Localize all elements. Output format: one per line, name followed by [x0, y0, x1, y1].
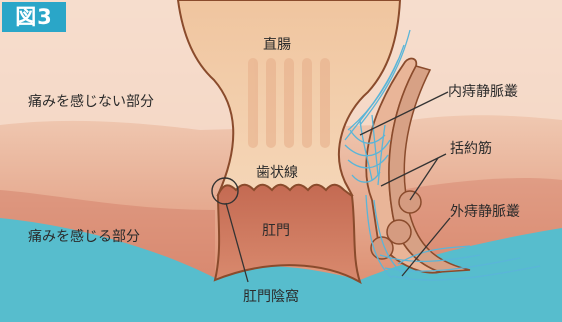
- external-plexus-label: 外痔静脈叢: [450, 201, 520, 221]
- sphincter-label: 括約筋: [450, 138, 492, 158]
- pain-region-label: 痛みを感じる部分: [28, 226, 140, 246]
- no-pain-region-label: 痛みを感じない部分: [28, 91, 154, 111]
- rectum-label: 直腸: [263, 34, 291, 54]
- dentate-line-label: 歯状線: [256, 162, 298, 182]
- figure-badge: 図3: [2, 2, 66, 32]
- internal-plexus-label: 内痔静脈叢: [448, 81, 518, 101]
- anal-canal-label: 肛門: [262, 220, 290, 240]
- anal-crypt-label: 肛門陰窩: [243, 286, 299, 306]
